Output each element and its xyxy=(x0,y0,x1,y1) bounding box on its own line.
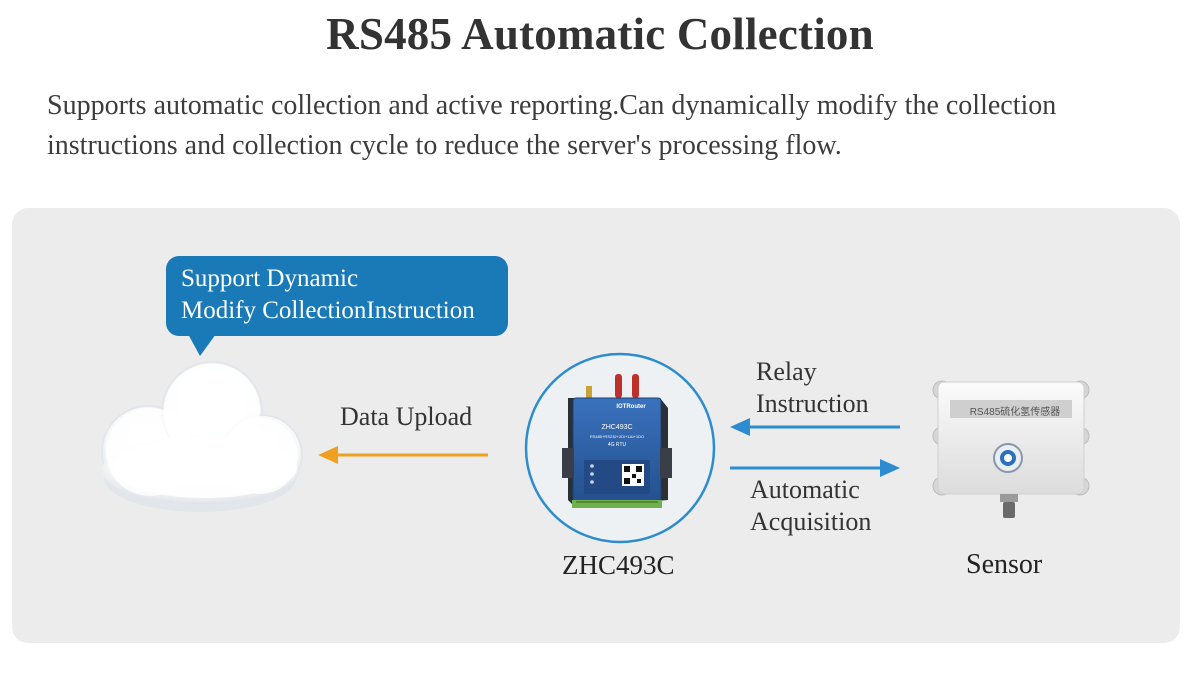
upload-arrow xyxy=(318,446,488,464)
sensor-plate-text: RS485硫化氢传感器 xyxy=(969,407,1061,418)
page-title: RS485 Automatic Collection xyxy=(326,9,874,59)
data-upload-label: Data Upload xyxy=(340,402,473,431)
device-spec-text: RS485+RS232+2DI+1AI+1DO xyxy=(589,434,645,439)
relay-arrow xyxy=(730,418,900,436)
router-device-icon xyxy=(524,352,716,544)
instruction-bubble xyxy=(166,256,508,356)
relay-instruction-label: Relay Instruction xyxy=(756,356,869,420)
sensor-name-label: Sensor xyxy=(966,549,1043,580)
relay-line-1: Relay xyxy=(756,357,817,386)
page-description: Supports automatic collection and active… xyxy=(47,90,1057,161)
bubble-line-1: Support Dynamic xyxy=(181,265,359,292)
auto-line-2: Acquisition xyxy=(750,507,872,536)
automatic-acquisition-label: Automatic Acquisition xyxy=(750,474,871,538)
auto-line-1: Automatic xyxy=(750,475,860,504)
device-net-text: 4G RTU xyxy=(607,442,627,448)
bubble-line-2: Modify CollectionInstruction xyxy=(181,297,475,324)
bubble-text: Support Dynamic Modify CollectionInstruc… xyxy=(181,263,511,327)
device-brand-text: IOTRouter xyxy=(616,404,646,410)
device-name-label: ZHC493C xyxy=(562,550,675,580)
acquisition-arrow xyxy=(730,459,900,477)
sensor-device-icon xyxy=(932,380,1090,518)
device-model-text: ZHC493C xyxy=(601,424,633,431)
cloud-icon xyxy=(101,361,303,512)
relay-line-2: Instruction xyxy=(756,389,869,418)
